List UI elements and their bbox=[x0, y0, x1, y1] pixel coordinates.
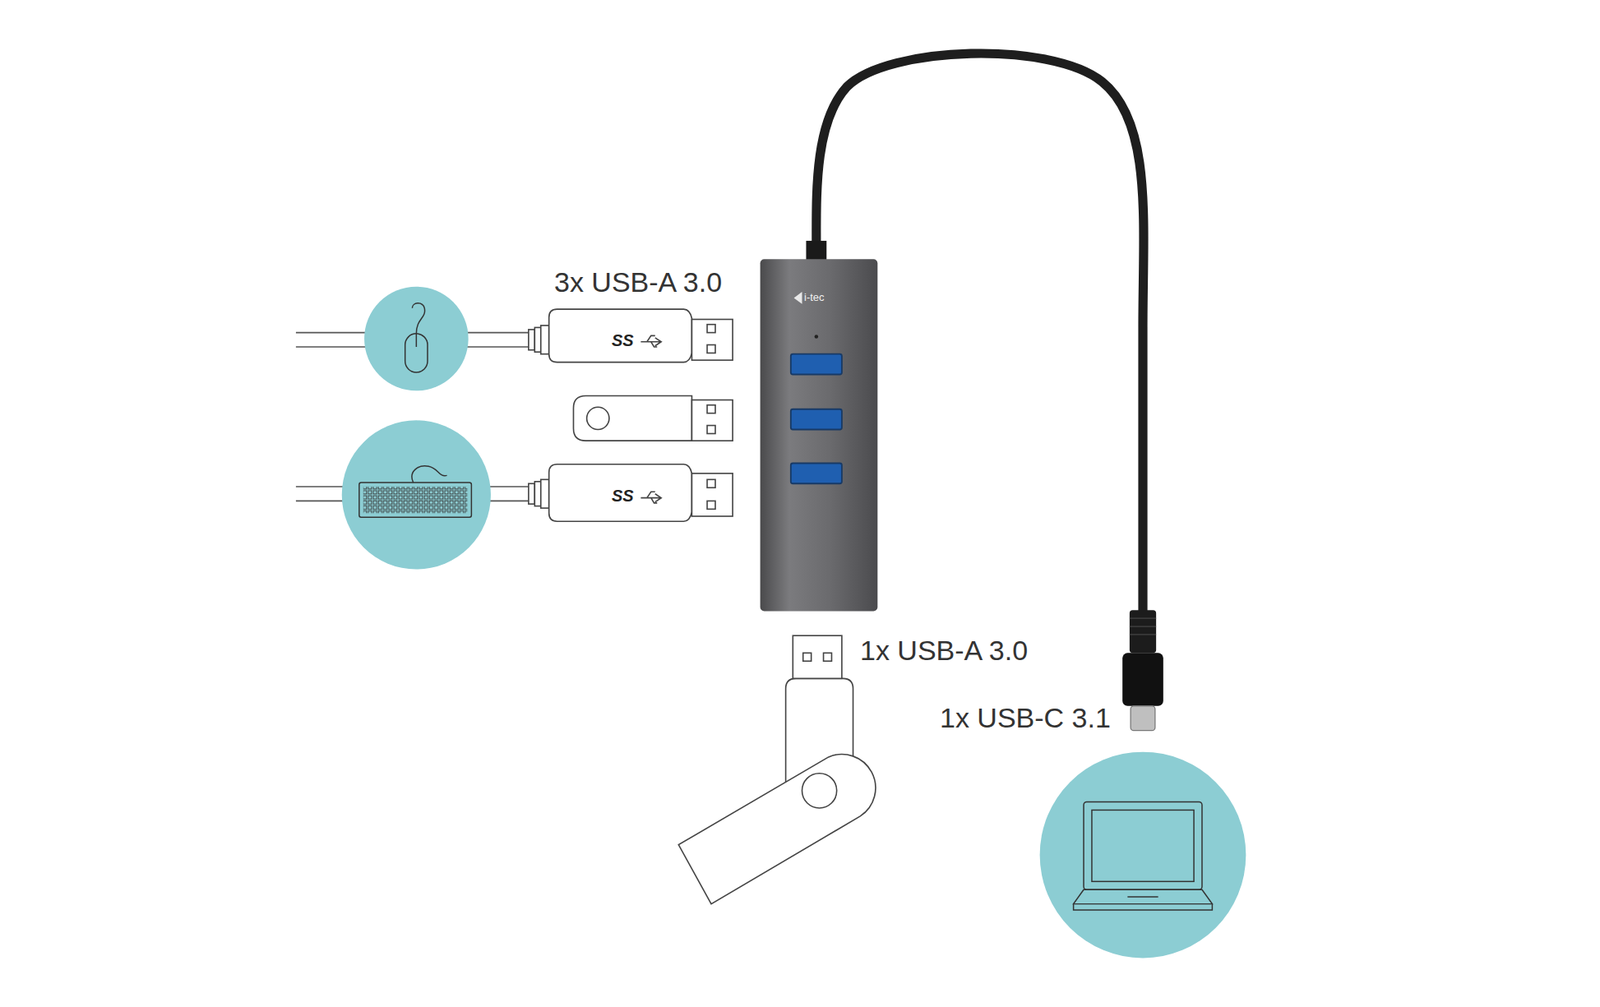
boot-ridge bbox=[1129, 633, 1157, 635]
usb-trident bbox=[640, 491, 662, 504]
usb-stick-bottom bbox=[678, 635, 876, 904]
superspeed-logo: SS bbox=[611, 487, 634, 505]
usb-plug-keyboard bbox=[528, 464, 733, 523]
stick-body bbox=[573, 396, 692, 442]
mouse-button bbox=[416, 333, 417, 347]
usb-plug-mouse bbox=[528, 309, 733, 363]
plug-hole bbox=[707, 345, 716, 354]
usb-c-boot bbox=[1129, 610, 1157, 653]
plug-hole bbox=[707, 479, 716, 488]
strain-relief bbox=[534, 327, 541, 352]
keyboard-keys bbox=[363, 486, 468, 514]
keyboard-icon bbox=[359, 482, 472, 518]
usb-port bbox=[790, 409, 842, 431]
plug-hole bbox=[707, 500, 716, 509]
mouse-circle bbox=[364, 286, 469, 392]
hub-body bbox=[760, 258, 879, 611]
usb-c-housing bbox=[1122, 652, 1164, 707]
boot-ridge bbox=[1129, 618, 1157, 620]
plug-body bbox=[549, 464, 693, 523]
mouse-icon bbox=[405, 333, 428, 373]
plug-metal bbox=[691, 473, 733, 517]
hub-led bbox=[814, 334, 819, 338]
port-caption: 3x USB-A 3.0 bbox=[554, 268, 722, 296]
laptop-touchpad bbox=[1127, 896, 1158, 898]
usb-port bbox=[790, 354, 842, 375]
usb-trident bbox=[640, 335, 662, 347]
usb-port bbox=[790, 462, 842, 484]
plug-metal bbox=[792, 635, 842, 679]
laptop-display bbox=[1091, 809, 1194, 882]
mouse-cord bbox=[411, 303, 425, 334]
plug-body bbox=[549, 309, 693, 363]
strain-relief bbox=[534, 481, 541, 507]
strain-relief bbox=[541, 325, 550, 355]
plug-metal bbox=[691, 400, 733, 442]
usb-stick-middle bbox=[573, 396, 733, 442]
keyboard-cord bbox=[411, 466, 448, 483]
cable-boot bbox=[805, 240, 827, 262]
plug-hole bbox=[707, 405, 716, 414]
i-tec-logo-mark bbox=[794, 291, 803, 305]
laptop-screen bbox=[1083, 802, 1203, 891]
strain-relief bbox=[541, 479, 550, 509]
plug-hole bbox=[803, 652, 812, 662]
brand-logo: i-tec bbox=[804, 291, 825, 303]
keyboard-circle bbox=[342, 420, 491, 569]
boot-ridge bbox=[1129, 625, 1157, 627]
strain-relief bbox=[528, 483, 535, 505]
stick-hole bbox=[587, 406, 610, 430]
laptop-circle bbox=[1040, 752, 1247, 959]
superspeed-logo: SS bbox=[611, 332, 634, 349]
stick-hole bbox=[801, 773, 837, 809]
plug-hole bbox=[823, 652, 833, 662]
plug-metal bbox=[691, 319, 733, 361]
plug-hole bbox=[707, 324, 716, 333]
usb-c-tip bbox=[1130, 706, 1156, 731]
port-caption: 1x USB-A 3.0 bbox=[860, 636, 1028, 665]
strain-relief bbox=[528, 329, 535, 351]
laptop-base bbox=[1073, 889, 1213, 911]
plug-hole bbox=[707, 425, 716, 435]
port-caption: 1x USB-C 3.1 bbox=[939, 703, 1111, 732]
stick-cover bbox=[678, 754, 876, 905]
